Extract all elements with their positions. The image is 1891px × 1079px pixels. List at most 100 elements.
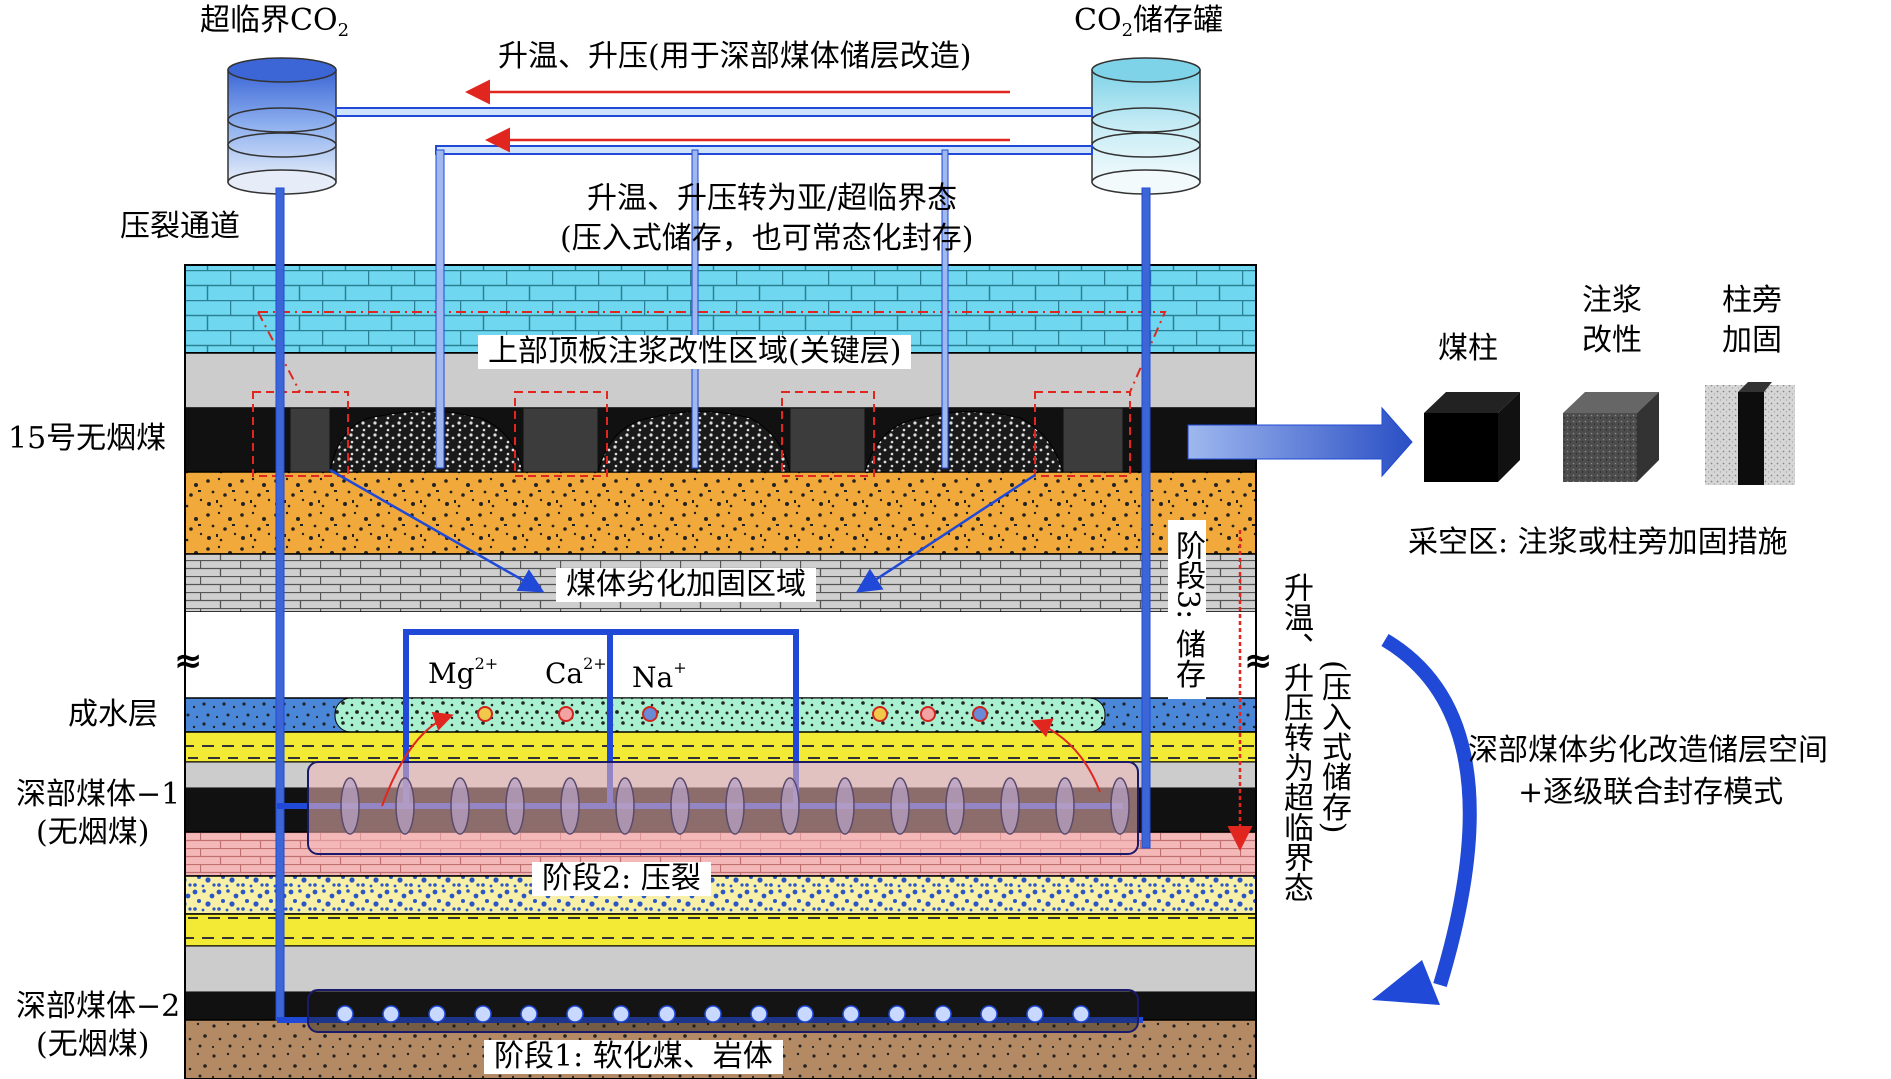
cube-coal-pillar: [1424, 392, 1520, 482]
ion-na-label: Na+: [632, 660, 687, 692]
stage2-label: 阶段2: 压裂: [532, 862, 711, 896]
bubble: [934, 1005, 952, 1023]
right-tank-label: CO2储存罐: [1074, 6, 1223, 40]
top-arrow-text: 升温、升压(用于深部煤体储层改造): [498, 39, 972, 74]
mode-text-2: +逐级联合封存模式: [1518, 775, 1784, 810]
degraded-zone-label: 煤体劣化加固区域: [556, 568, 816, 602]
fracture-ellipse: [835, 777, 855, 835]
curved-arrow: [1381, 633, 1477, 988]
cube3-label-b: 加固: [1722, 323, 1782, 358]
red-dash-box: [252, 391, 349, 477]
stage3-label: 阶段3: 储存: [1168, 520, 1206, 699]
fracture-ellipse: [945, 777, 965, 835]
bubble: [1072, 1005, 1090, 1023]
break-symbol-right: ≈: [1244, 641, 1273, 681]
bubble-row: [336, 1005, 1090, 1023]
fracture-zone-2: [307, 989, 1139, 1033]
ion-ca-label: Ca2+: [545, 656, 607, 688]
left-tank-title: 超临界CO: [200, 3, 338, 38]
roof-zone-label: 上部顶板注浆改性区域(关键层): [478, 335, 912, 369]
left-tank: [227, 57, 337, 195]
pillar: [289, 407, 331, 473]
ion-mg-label: Mg2+: [428, 656, 498, 688]
red-dash-box: [1034, 391, 1131, 477]
pillar: [1062, 407, 1124, 473]
break-symbol-left: ≈: [174, 641, 203, 681]
bubble: [658, 1005, 676, 1023]
break-gap: [185, 612, 1256, 698]
middle-text-2: (压入式储存，也可常态化封存): [560, 221, 974, 256]
left-tank-label: 超临界CO2: [200, 6, 349, 40]
co2-storage-tank: [1091, 69, 1201, 183]
fracture-channel-label: 压裂通道: [120, 209, 240, 244]
cube2-label-a: 注浆: [1582, 283, 1642, 318]
ion-ca: [920, 706, 936, 722]
cube-grouted: [1563, 392, 1659, 482]
ion-mg: [477, 706, 493, 722]
to-panel-arrow: [1187, 406, 1413, 478]
bubble: [980, 1005, 998, 1023]
cube1-label: 煤柱: [1438, 331, 1498, 366]
right-tank-subscript: 2: [1121, 20, 1134, 41]
left-tank-subscript: 2: [337, 20, 350, 41]
bubble: [842, 1005, 860, 1023]
ion-ca-charge: 2+: [583, 654, 607, 673]
coal15-label: 15号无烟煤: [8, 421, 167, 456]
bubble: [704, 1005, 722, 1023]
ion-mg-text: Mg: [428, 657, 475, 690]
grey-layer-3: [184, 945, 1257, 993]
bubble: [888, 1005, 906, 1023]
bubble: [566, 1005, 584, 1023]
goaf-zone: [252, 311, 1167, 477]
fracture-ellipse: [615, 777, 635, 835]
strata-frame: [184, 264, 1257, 1079]
fracture-ellipse: [450, 777, 470, 835]
ion-ca: [558, 706, 574, 722]
ion-na-charge: +: [673, 658, 687, 677]
ion-markers: [381, 706, 1101, 807]
goaf-rubble: [864, 411, 1064, 473]
yellow-dash-layer-2: [184, 913, 1257, 947]
bubble: [336, 1005, 354, 1023]
cube3-label-a: 柱旁: [1722, 283, 1782, 318]
bubble: [520, 1005, 538, 1023]
ion-ca-text: Ca: [545, 657, 584, 690]
fracture-ellipse: [395, 777, 415, 835]
deep1-label-b: (无烟煤): [36, 815, 150, 850]
yellow-dash-layer-1: [184, 731, 1257, 763]
aquifer-label: 成水层: [68, 697, 158, 732]
ion-mg-charge: 2+: [474, 654, 499, 673]
deep2-label-a: 深部煤体−2: [16, 989, 181, 1024]
bubble: [796, 1005, 814, 1023]
sand-layer: [184, 471, 1257, 555]
fracture-ellipse: [1000, 777, 1020, 835]
right-tank-suffix: 储存罐: [1133, 3, 1224, 38]
fracture-ellipses: [340, 777, 1130, 835]
fracture-ellipse: [1110, 777, 1130, 835]
pillar: [522, 407, 599, 473]
fracture-ellipse: [890, 777, 910, 835]
aquifer-green: [334, 697, 1106, 733]
ion-mg: [872, 706, 888, 722]
bubble: [612, 1005, 630, 1023]
middle-text-1: 升温、升压转为亚/超临界态: [587, 181, 958, 216]
ion-na: [972, 706, 988, 722]
vertical-text-a: 升温、升压转为超临界态: [1278, 572, 1313, 902]
bubble: [382, 1005, 400, 1023]
bubble: [1026, 1005, 1044, 1023]
fracture-ellipse: [1055, 777, 1075, 835]
ion-na: [642, 706, 658, 722]
fracture-ellipse: [560, 777, 580, 835]
ion-na-text: Na: [632, 661, 674, 694]
cube-reinforced: [1705, 382, 1795, 485]
fracture-ellipse: [780, 777, 800, 835]
stage1-label: 阶段1: 软化煤、岩体: [484, 1040, 783, 1074]
bubble: [428, 1005, 446, 1023]
fracture-ellipse: [505, 777, 525, 835]
red-dash-box: [781, 391, 875, 477]
fracture-ellipse: [340, 777, 360, 835]
red-dash-box: [514, 391, 608, 477]
vertical-text-b: (压入式储存): [1316, 660, 1351, 834]
